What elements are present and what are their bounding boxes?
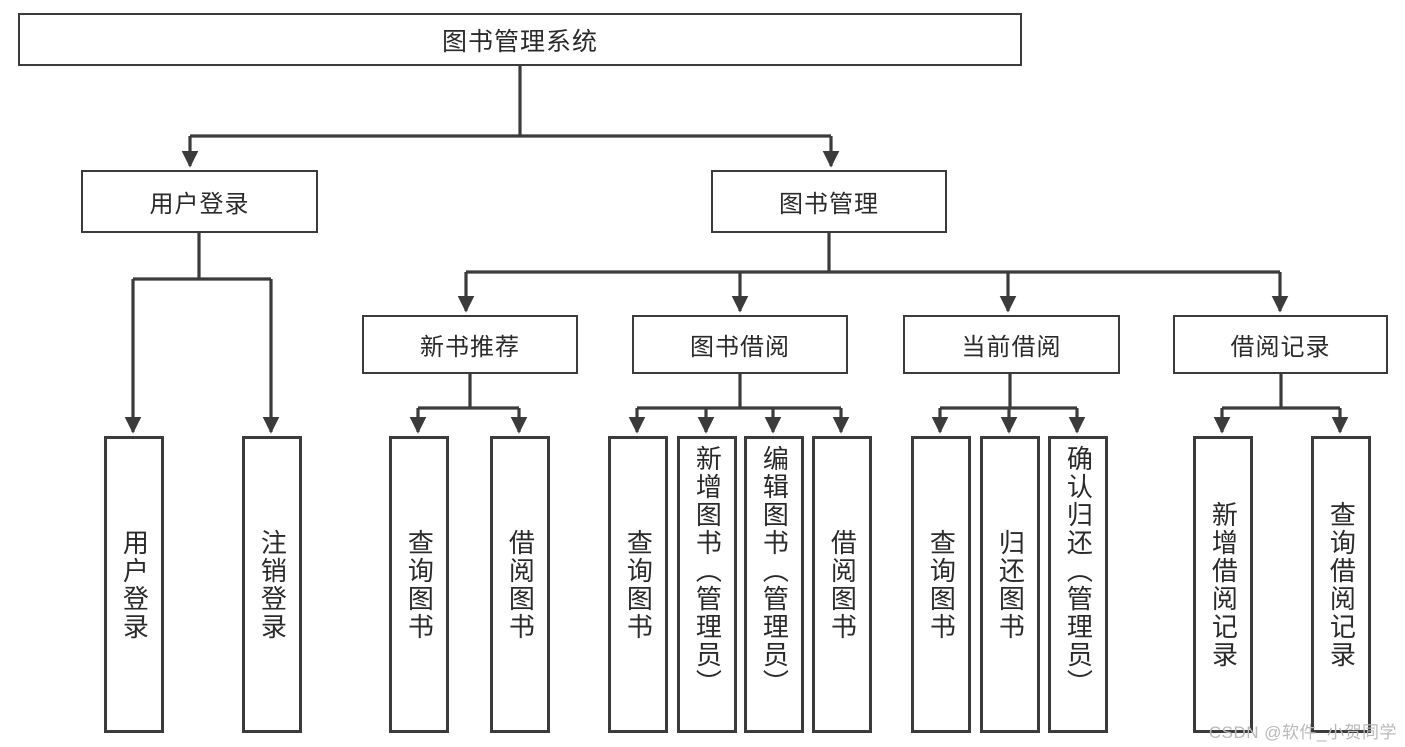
node-label: 编辑图书（管理员）	[759, 445, 790, 697]
node-label: 查询图书	[926, 528, 957, 641]
node-new-book-recommend[interactable]: 新书推荐	[362, 315, 578, 374]
node-leaf-current-return-book[interactable]: 归还图书	[980, 436, 1040, 733]
node-label: 借阅记录	[1230, 334, 1331, 361]
node-leaf-borrow-edit-book-admin[interactable]: 编辑图书（管理员）	[744, 436, 804, 733]
node-label: 归还图书	[995, 528, 1026, 641]
node-current-borrow[interactable]: 当前借阅	[903, 315, 1120, 374]
node-label: 确认归还（管理员）	[1063, 445, 1094, 697]
node-leaf-borrow-borrow-book[interactable]: 借阅图书	[812, 436, 872, 733]
node-leaf-logout[interactable]: 注销登录	[242, 436, 302, 733]
node-label: 查询借阅记录	[1326, 500, 1357, 669]
node-label: 图书借阅	[690, 334, 790, 361]
node-leaf-current-confirm-return-admin[interactable]: 确认归还（管理员）	[1048, 436, 1108, 733]
node-user-login[interactable]: 用户登录	[81, 170, 318, 233]
node-root-book-management-system[interactable]: 图书管理系统	[18, 13, 1022, 66]
node-leaf-user-login[interactable]: 用户登录	[104, 436, 164, 733]
node-leaf-borrow-add-book-admin[interactable]: 新增图书（管理员）	[677, 436, 737, 733]
node-label: 图书管理	[779, 191, 879, 218]
node-label: 用户登录	[149, 191, 250, 218]
node-leaf-current-query-book[interactable]: 查询图书	[911, 436, 971, 733]
node-leaf-record-add-record[interactable]: 新增借阅记录	[1193, 436, 1253, 733]
node-label: 用户登录	[119, 528, 150, 641]
node-book-borrow[interactable]: 图书借阅	[632, 315, 848, 374]
node-label: 查询图书	[404, 528, 435, 641]
watermark-text: CSDN @软件_小贺同学	[1208, 723, 1397, 742]
node-leaf-recommend-query-book[interactable]: 查询图书	[389, 436, 449, 733]
node-leaf-record-query-record[interactable]: 查询借阅记录	[1311, 436, 1371, 733]
node-label: 新书推荐	[420, 334, 520, 361]
node-label: 借阅图书	[827, 528, 858, 641]
node-label: 借阅图书	[505, 528, 536, 641]
node-borrow-record[interactable]: 借阅记录	[1173, 315, 1388, 374]
node-label: 新增图书（管理员）	[692, 445, 723, 697]
node-label: 当前借阅	[961, 334, 1062, 361]
node-label: 新增借阅记录	[1208, 500, 1239, 669]
node-book-management[interactable]: 图书管理	[711, 170, 947, 233]
node-label: 注销登录	[257, 528, 288, 641]
node-label: 查询图书	[623, 528, 654, 641]
node-leaf-borrow-query-book[interactable]: 查询图书	[608, 436, 668, 733]
node-label: 图书管理系统	[441, 27, 598, 56]
node-leaf-recommend-borrow-book[interactable]: 借阅图书	[490, 436, 550, 733]
